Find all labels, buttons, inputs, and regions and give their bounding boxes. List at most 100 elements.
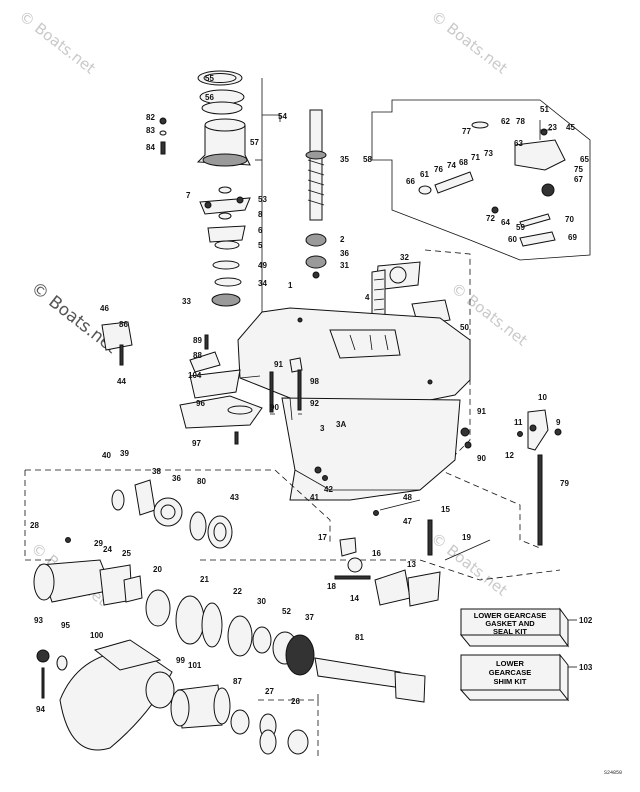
part-callout-19: 19 (462, 533, 471, 542)
part-callout-77: 77 (462, 127, 471, 136)
part-callout-55: 55 (205, 74, 214, 83)
part-callout-63: 63 (514, 139, 523, 148)
part-callout-54: 54 (278, 112, 287, 121)
kit-1-line2: GASKET AND (485, 619, 535, 628)
part-callout-60: 60 (508, 235, 517, 244)
part-callout-70: 70 (565, 215, 574, 224)
part-callout-71: 71 (471, 153, 480, 162)
part-callout-67: 67 (574, 175, 583, 184)
part-callout-50: 50 (460, 323, 469, 332)
part-callout-42: 42 (324, 485, 333, 494)
part-callout-47: 47 (403, 517, 412, 526)
part-callout-91: 91 (274, 360, 283, 369)
part-callout-100: 100 (90, 631, 104, 640)
part-callout-101: 101 (188, 661, 202, 670)
part-callout-59: 59 (516, 223, 525, 232)
part-callout-83: 83 (146, 126, 155, 135)
kit-2-line2: GEARCASE (489, 668, 532, 677)
diagram-code: S24850 (604, 770, 622, 776)
part-callout-5: 5 (258, 241, 263, 250)
watermark-top-left: © Boats.net (16, 7, 99, 78)
kit-1-line3: SEAL KIT (493, 627, 527, 636)
part-callout-78: 78 (516, 117, 525, 126)
prop-shaft-assembly (33, 479, 491, 703)
part-callout-15: 15 (441, 505, 450, 514)
part-callout-36: 36 (172, 474, 181, 483)
watermark-top-right: © Boats.net (428, 7, 511, 78)
part-callout-69: 69 (568, 233, 577, 242)
part-callout-89: 89 (193, 336, 202, 345)
part-callout-82: 82 (146, 113, 155, 122)
part-callout-41: 41 (310, 493, 319, 502)
part-callout-43: 43 (230, 493, 239, 502)
part-callout-11: 11 (514, 418, 523, 427)
part-callout-56: 56 (205, 93, 214, 102)
trim-tab-group (101, 321, 302, 445)
gearcase-housing (237, 307, 471, 501)
part-callout-87: 87 (233, 677, 242, 686)
part-callout-68: 68 (459, 158, 468, 167)
part-callout-12: 12 (505, 451, 514, 460)
part-callout-57: 57 (250, 138, 259, 147)
part-callout-46: 46 (100, 304, 109, 313)
part-callout-73: 73 (484, 149, 493, 158)
driveshaft-group (305, 109, 327, 279)
shift-rod-group (460, 409, 562, 546)
part-callout-81: 81 (355, 633, 364, 642)
kit-1-callout: 102 (579, 616, 593, 625)
part-callout-10: 10 (538, 393, 547, 402)
part-callout-88: 88 (193, 351, 202, 360)
part-callout-36: 36 (340, 249, 349, 258)
part-callout-7: 7 (186, 191, 191, 200)
part-callout-30: 30 (257, 597, 266, 606)
kit-1-line1: LOWER GEARCASE (474, 611, 547, 620)
part-callout-99: 99 (176, 656, 185, 665)
part-callout-32: 32 (400, 253, 409, 262)
kit-2-callout: 103 (579, 663, 593, 672)
part-callout-80: 80 (197, 477, 206, 486)
part-callout-98: 98 (310, 377, 319, 386)
part-callout-13: 13 (407, 560, 416, 569)
part-callout-24: 24 (103, 545, 112, 554)
part-callout-58: 58 (363, 155, 372, 164)
dashed-group-right (424, 249, 541, 549)
part-callout-25: 25 (122, 549, 131, 558)
part-callout-53: 53 (258, 195, 267, 204)
part-callout-91: 91 (477, 407, 486, 416)
part-callout-35: 35 (340, 155, 349, 164)
part-callout-28: 28 (30, 521, 39, 530)
part-callout-92: 92 (310, 399, 319, 408)
part-callout-9: 9 (556, 418, 561, 427)
part-callout-2: 2 (340, 235, 345, 244)
part-callout-97: 97 (192, 439, 201, 448)
dashed-group-lower (24, 469, 561, 581)
part-callout-27: 27 (265, 687, 274, 696)
part-callout-26: 26 (291, 697, 300, 706)
part-callout-96: 96 (196, 399, 205, 408)
part-callout-38: 38 (152, 467, 161, 476)
part-callout-104: 104 (188, 371, 202, 380)
part-callout-52: 52 (282, 607, 291, 616)
part-callout-93: 93 (34, 616, 43, 625)
part-callout-40: 40 (102, 451, 111, 460)
part-callout-22: 22 (233, 587, 242, 596)
part-callout-31: 31 (340, 261, 349, 270)
part-callout-39: 39 (120, 449, 129, 458)
part-callout-86: 86 (119, 320, 128, 329)
part-callout-14: 14 (350, 594, 359, 603)
part-callout-6: 6 (258, 226, 263, 235)
part-callout-74: 74 (447, 161, 456, 170)
part-callout-21: 21 (200, 575, 209, 584)
water-pump-group (159, 70, 281, 330)
part-callout-72: 72 (486, 214, 495, 223)
part-callout-79: 79 (560, 479, 569, 488)
part-callout-3A: 3A (336, 420, 346, 429)
part-callout-45: 45 (566, 123, 575, 132)
part-callout-84: 84 (146, 143, 155, 152)
gasket-seal-kit: LOWER GEARCASE GASKET AND SEAL KIT 102 (459, 607, 593, 648)
part-callout-37: 37 (305, 613, 314, 622)
part-callout-64: 64 (501, 218, 510, 227)
kit-2-line3: SHIM KIT (494, 677, 527, 686)
part-callout-90: 90 (270, 403, 279, 412)
